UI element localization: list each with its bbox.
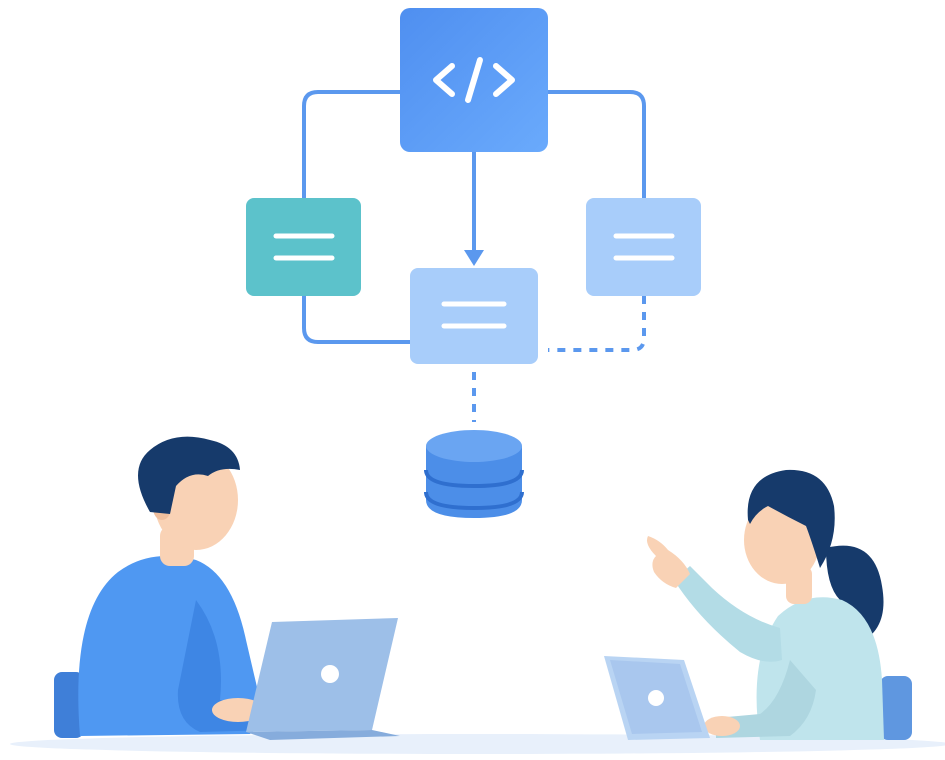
- left-module-box: [246, 198, 361, 296]
- woman-hair: [747, 469, 835, 568]
- man-laptop: [246, 618, 400, 740]
- database-icon: [424, 430, 524, 518]
- lines-icon: [613, 233, 675, 261]
- man-chair: [54, 672, 84, 738]
- connector-code-to-right: [548, 90, 646, 198]
- code-brackets-icon: [433, 57, 515, 103]
- right-module-box: [586, 198, 701, 296]
- right-module-node: [586, 198, 701, 296]
- woman-chair: [880, 676, 912, 740]
- connector-left-to-center: [302, 296, 410, 344]
- arrowhead-down-icon: [464, 250, 484, 266]
- left-module-node: [246, 198, 361, 296]
- man-hair: [138, 436, 240, 514]
- connector-right-to-center-dashed: [548, 296, 646, 352]
- laptop-logo-icon: [648, 690, 664, 706]
- woman-laptop: [604, 656, 710, 740]
- man-figure: [54, 436, 276, 738]
- code-node: [400, 8, 548, 152]
- lines-icon: [273, 233, 335, 261]
- center-module-box: [410, 268, 538, 364]
- connector-lines: [302, 90, 646, 422]
- center-module-node: [410, 268, 538, 364]
- woman-pointing-hand: [647, 536, 690, 588]
- woman-figure: [647, 469, 912, 740]
- woman-ponytail: [826, 545, 884, 636]
- laptop-logo-icon: [321, 665, 339, 683]
- connector-code-to-left: [302, 90, 400, 198]
- lines-icon: [441, 301, 507, 329]
- floor-shadow: [10, 734, 945, 754]
